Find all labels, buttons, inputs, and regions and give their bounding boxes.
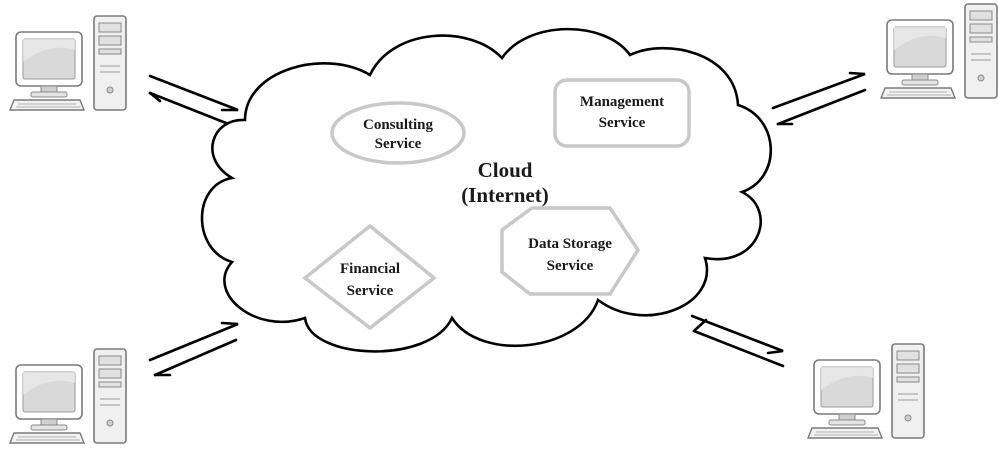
data-storage-service-node: Data Storage Service: [500, 206, 641, 296]
financial-service-node: Financial Service: [302, 223, 437, 331]
desktop-computer-icon: [9, 348, 127, 444]
financial-service-line1: Financial: [340, 261, 400, 277]
consulting-service-line2: Service: [375, 136, 422, 152]
consulting-service-line1: Consulting: [363, 117, 434, 133]
arrow-pair-bottom-right: [690, 314, 785, 368]
arrow-pair-top-left: [148, 74, 239, 125]
data-storage-service-line1: Data Storage: [528, 236, 612, 252]
management-service-line1: Management: [580, 94, 664, 110]
arrow-pair-top-right: [771, 71, 867, 126]
management-service-line2: Service: [599, 115, 646, 131]
desktop-computer-icon: [880, 3, 998, 99]
consulting-service-node: Consulting Service: [330, 101, 466, 165]
arrow-pair-bottom-left: [148, 321, 239, 377]
cloud-subtitle: (Internet): [461, 183, 548, 207]
financial-service-line2: Service: [347, 283, 394, 299]
data-storage-service-line2: Service: [547, 258, 594, 274]
cloud-title: Cloud: [478, 158, 533, 182]
desktop-computer-icon: [807, 343, 925, 439]
desktop-computer-icon: [9, 15, 127, 111]
management-service-node: Management Service: [553, 78, 691, 148]
